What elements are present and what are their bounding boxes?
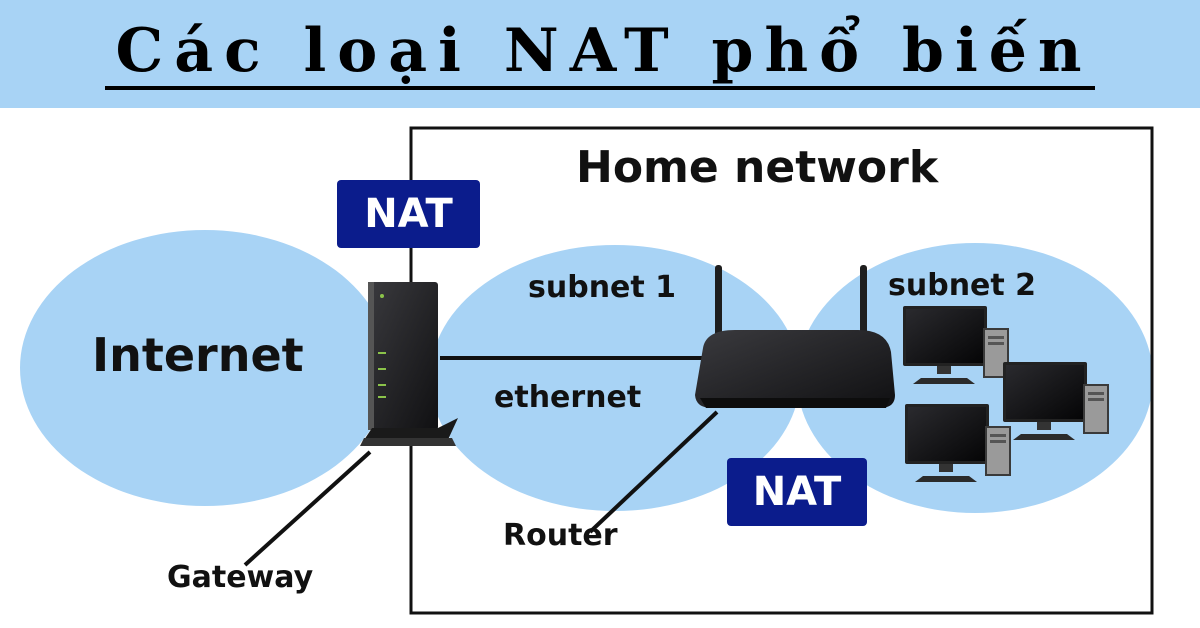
subnet1-cloud	[430, 245, 800, 511]
wifi-router-icon	[695, 265, 895, 408]
subnet2-label: subnet 2	[888, 268, 1037, 303]
nat-badge-gateway: NAT	[337, 180, 480, 248]
internet-cloud	[20, 230, 390, 506]
subnet2-cloud	[797, 243, 1153, 513]
page-title-text: Các loại NAT phổ biến	[105, 16, 1095, 90]
nat-diagram	[20, 126, 1154, 615]
modem-gateway-icon	[360, 282, 458, 446]
subnet1-label: subnet 1	[528, 270, 677, 305]
nat-badge-router: NAT	[727, 458, 867, 526]
ethernet-label: ethernet	[494, 380, 642, 415]
title-banner	[0, 0, 1200, 108]
page-title: Các loại NAT phổ biến	[0, 16, 1200, 90]
router-label: Router	[503, 518, 618, 553]
gateway-label: Gateway	[167, 560, 314, 595]
internet-label: Internet	[92, 328, 304, 382]
gateway-pointer	[243, 450, 372, 567]
home-network-label: Home network	[576, 142, 939, 193]
router-pointer	[588, 410, 719, 534]
